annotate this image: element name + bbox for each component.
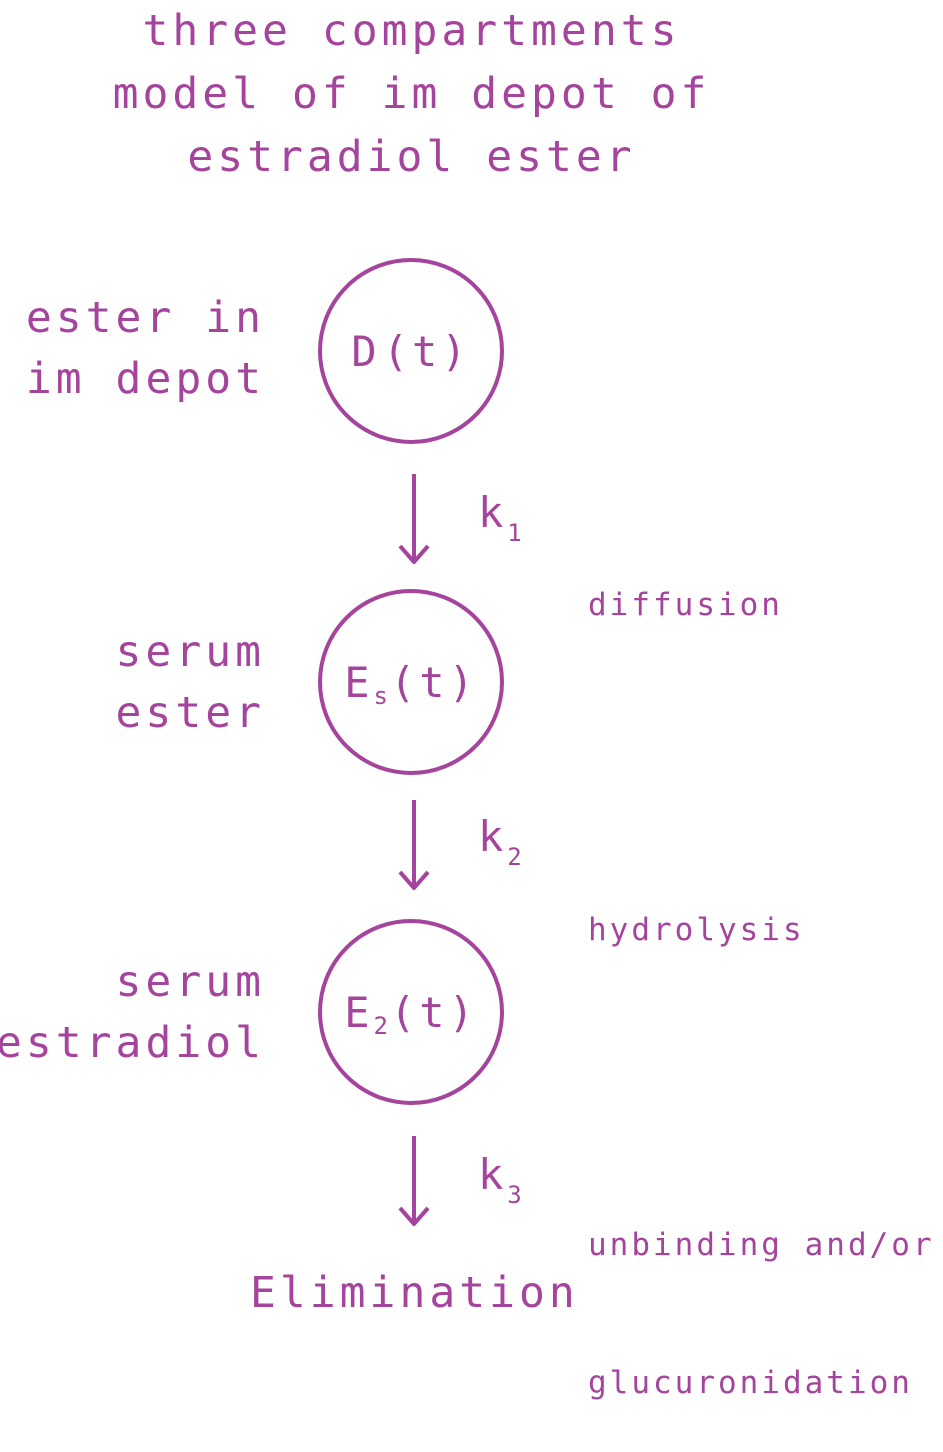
title-line-3: estradiol ester <box>187 132 636 182</box>
rate-constant-k3: k3 <box>478 1150 524 1209</box>
title-line-2: model of im depot of <box>112 69 711 119</box>
compartment-label-depot: ester in im depot <box>25 293 265 404</box>
node-symbol-arg: (t) <box>389 987 478 1037</box>
compartment-label-serum-ester: serum ester <box>115 627 265 738</box>
node-symbol: E <box>344 987 374 1037</box>
rate-constant-k1: k1 <box>478 488 524 547</box>
process-label-hydrolysis: hydrolysis <box>588 912 805 948</box>
process-label-unbinding-glucuronidation: unbinding and/or glucuronidation <box>588 1227 935 1401</box>
compartment-node-depot: D(t) <box>318 258 504 444</box>
node-symbol: D <box>351 326 381 376</box>
compartment-label-serum-estradiol: serum estradiol <box>0 957 265 1068</box>
rate-constant-k2: k2 <box>478 812 524 871</box>
arrow-down-2 <box>394 800 434 894</box>
diagram-title: three compartments model of im depot of … <box>0 0 823 189</box>
arrow-down-1 <box>394 474 434 568</box>
node-symbol-arg: (t) <box>382 326 471 376</box>
arrow-down-3 <box>394 1136 434 1230</box>
node-symbol-subscript: 2 <box>373 1012 388 1040</box>
node-symbol: E <box>344 657 374 707</box>
process-label-diffusion: diffusion <box>588 587 783 623</box>
node-symbol-arg: (t) <box>389 657 478 707</box>
elimination-label: Elimination <box>250 1268 579 1318</box>
node-symbol-subscript: s <box>373 682 388 710</box>
title-line-1: three compartments <box>142 6 681 56</box>
